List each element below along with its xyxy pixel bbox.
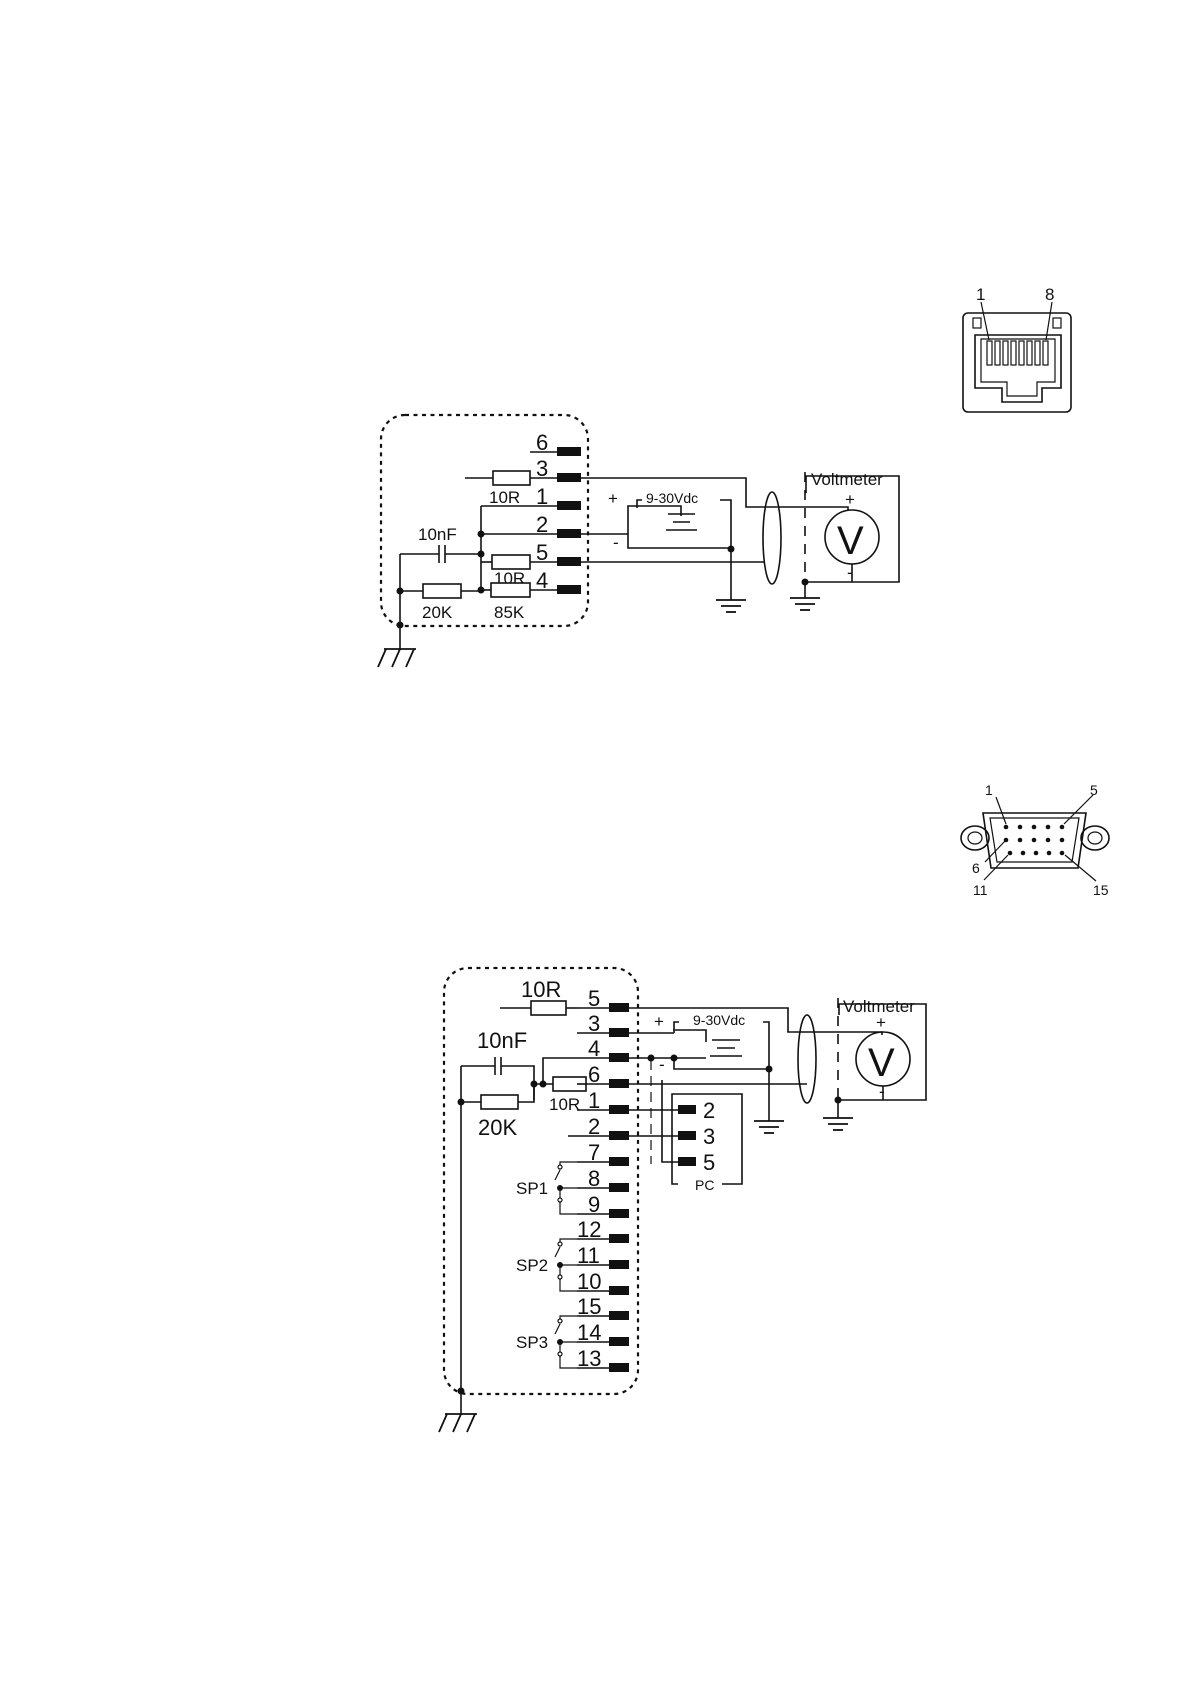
circuit2-resistor-20k bbox=[481, 1095, 518, 1109]
circuit2-pc-pin-label: 2 bbox=[703, 1098, 715, 1123]
circuit2-setpoint-pin-label: 13 bbox=[577, 1346, 601, 1371]
circuit2-setpoint-sp3-icon bbox=[555, 1316, 577, 1368]
circuit2-pc-pin-label: 5 bbox=[703, 1150, 715, 1175]
db15-pin-top-left-label: 1 bbox=[985, 782, 993, 798]
rj45-connector-icon: 1 8 bbox=[963, 285, 1071, 412]
circuit1-sensor-boundary bbox=[381, 415, 588, 626]
circuit1-resistor-85k bbox=[491, 583, 530, 597]
circuit1-pin-label: 3 bbox=[536, 456, 548, 481]
circuit2-setpoint-sp2-label: SP2 bbox=[516, 1256, 548, 1275]
circuit1-resistor-10r-b bbox=[492, 555, 530, 569]
circuit2-setpoint-pin-label: 9 bbox=[588, 1192, 600, 1217]
circuit2-setpoint-pin-label: 12 bbox=[577, 1217, 601, 1242]
circuit1-supply-minus: - bbox=[613, 533, 619, 552]
circuit1-pin-label: 1 bbox=[536, 484, 548, 509]
circuit2-shield-ground-icon bbox=[823, 1118, 853, 1130]
circuit1-resistor-85k-label: 85K bbox=[494, 603, 525, 622]
circuit1-shield-ground-icon bbox=[790, 598, 820, 610]
circuit2-resistor-10r bbox=[531, 1001, 566, 1015]
circuit2-voltmeter-minus: - bbox=[879, 1082, 885, 1101]
circuit1-pin-label: 2 bbox=[536, 512, 548, 537]
rj45-pin-first-label: 1 bbox=[976, 285, 985, 304]
circuit1-voltmeter-symbol: V bbox=[837, 519, 864, 563]
circuit1-pin-label: 6 bbox=[536, 430, 548, 455]
circuit-db15-wiring: 5 3 4 6 1 2 7 8 9 12 11 10 15 14 13 10R … bbox=[439, 968, 926, 1432]
circuit2-ground-icon bbox=[754, 1121, 784, 1133]
circuit1-resistor-10r bbox=[493, 471, 530, 485]
circuit2-cable-shield bbox=[798, 1015, 816, 1103]
circuit2-chassis-ground-icon bbox=[439, 1414, 477, 1432]
db15-pin-top-right-label: 5 bbox=[1090, 782, 1098, 798]
circuit1-voltmeter-title: Voltmeter bbox=[811, 470, 883, 489]
circuit2-resistor-20k-label: 20K bbox=[478, 1115, 517, 1140]
circuit2-voltmeter-plus: + bbox=[876, 1013, 886, 1032]
circuit2-setpoint-sp2-icon bbox=[555, 1239, 577, 1291]
circuit2-supply-plus: + bbox=[654, 1012, 664, 1031]
circuit2-resistor-10r-b-label: 10R bbox=[549, 1095, 580, 1114]
circuit2-capacitor-label: 10nF bbox=[477, 1028, 527, 1053]
circuit2-pin-label: 4 bbox=[588, 1036, 600, 1061]
circuit2-pin-label: 1 bbox=[588, 1088, 600, 1113]
circuit2-setpoint-sp3-label: SP3 bbox=[516, 1333, 548, 1352]
circuit2-setpoint-pin-label: 8 bbox=[588, 1166, 600, 1191]
circuit2-pin-label: 3 bbox=[588, 1011, 600, 1036]
circuit1-resistor-10r-label: 10R bbox=[489, 488, 520, 507]
circuit1-supply-battery-icon bbox=[637, 500, 731, 549]
circuit2-pc-connector: 2 3 5 PC bbox=[629, 1080, 742, 1193]
circuit1-resistor-20k-label: 20K bbox=[422, 603, 453, 622]
circuit1-supply-plus: + bbox=[608, 489, 618, 508]
circuit2-resistor-10r-label: 10R bbox=[521, 977, 561, 1002]
circuit2-supply-battery-icon bbox=[674, 1022, 769, 1069]
circuit1-pin-pads bbox=[557, 447, 581, 594]
circuit2-pin-label: 6 bbox=[588, 1062, 600, 1087]
db15-pin-bottom-left-label: 11 bbox=[973, 882, 988, 898]
rj45-contacts bbox=[987, 341, 1048, 365]
circuit1-ground-icon bbox=[716, 600, 746, 612]
circuit1-cable-shield bbox=[763, 492, 781, 584]
circuit1-chassis-ground-icon bbox=[378, 649, 416, 667]
circuit1-voltmeter-plus: + bbox=[845, 490, 855, 509]
circuit2-pin-pads bbox=[609, 1003, 629, 1372]
db15-pin-mid-left-label: 6 bbox=[972, 860, 980, 876]
circuit-rj45-wiring: 6 3 1 2 5 4 10R 10R 85K 10nF bbox=[378, 415, 899, 667]
db15-pins bbox=[1004, 825, 1065, 856]
circuit2-setpoint-pin-label: 7 bbox=[588, 1140, 600, 1165]
circuit2-pin-label: 5 bbox=[588, 986, 600, 1011]
circuit2-setpoint-sp1-icon bbox=[555, 1162, 577, 1214]
circuit2-setpoint-pin-label: 14 bbox=[577, 1320, 601, 1345]
circuit1-capacitor-label: 10nF bbox=[418, 525, 457, 544]
circuit2-pc-label: PC bbox=[695, 1177, 714, 1193]
circuit2-pin-label: 2 bbox=[588, 1114, 600, 1139]
circuit2-pc-pin-label: 3 bbox=[703, 1124, 715, 1149]
circuit2-supply-label: 9-30Vdc bbox=[693, 1012, 745, 1028]
circuit2-setpoint-sp1-label: SP1 bbox=[516, 1179, 548, 1198]
db15-connector-icon: 1 5 6 11 15 bbox=[961, 782, 1109, 898]
circuit2-setpoint-pin-label: 15 bbox=[577, 1294, 601, 1319]
circuit2-voltmeter-symbol: V bbox=[868, 1041, 895, 1085]
rj45-pin-last-label: 8 bbox=[1045, 285, 1054, 304]
db15-pin-bottom-right-label: 15 bbox=[1093, 882, 1109, 898]
circuit1-supply-label: 9-30Vdc bbox=[646, 490, 698, 506]
circuit1-voltmeter: Voltmeter V + - bbox=[805, 470, 899, 582]
circuit2-voltmeter: Voltmeter V + - bbox=[838, 997, 926, 1101]
circuit1-pin-label: 5 bbox=[536, 540, 548, 565]
circuit2-setpoint-pin-label: 10 bbox=[577, 1269, 601, 1294]
circuit2-setpoint-pin-label: 11 bbox=[577, 1243, 600, 1268]
circuit1-pin-label: 4 bbox=[536, 568, 548, 593]
circuit1-resistor-20k bbox=[423, 584, 461, 598]
